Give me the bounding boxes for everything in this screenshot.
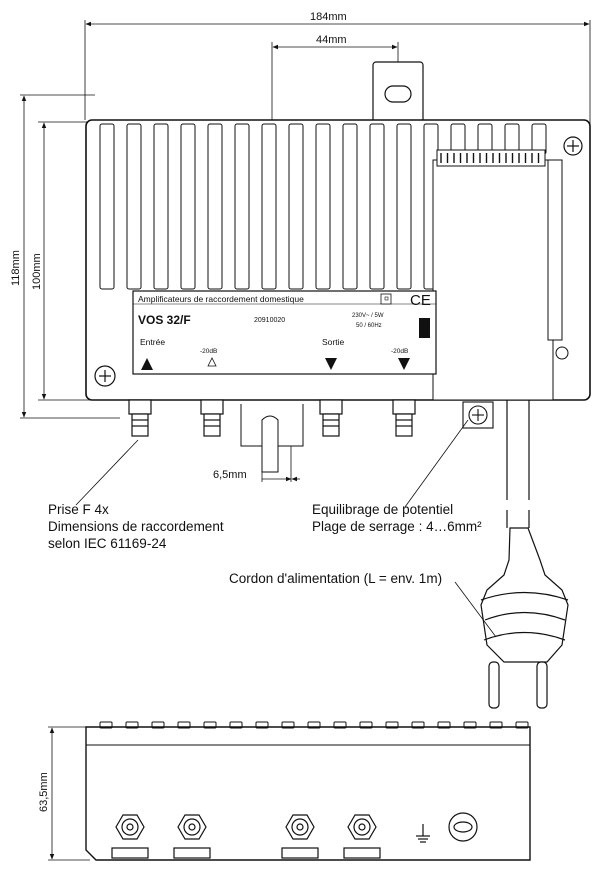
label-input: Entrée (140, 337, 165, 347)
f-socket-side (173, 814, 211, 859)
dimension-depth-label: 63,5mm (38, 772, 50, 812)
side-fin (489, 721, 503, 729)
side-fin (255, 721, 269, 729)
side-fin (359, 721, 373, 729)
cooling-fin (369, 123, 385, 290)
f-socket-side (111, 814, 149, 859)
side-fin (515, 721, 529, 729)
label-output: Sortie (322, 337, 344, 347)
device-label-plate (132, 290, 437, 375)
callout-power-cord: Cordon d'alimentation (L = env. 1m) (229, 571, 442, 586)
cooling-fin (207, 123, 223, 290)
ce-mark: CE (410, 292, 431, 309)
pin-guard (240, 404, 304, 473)
callout-leaders (75, 419, 497, 638)
mounting-tab (372, 61, 424, 125)
connector-input-test (200, 399, 224, 437)
callout-f-sockets-3: selon IEC 61169-24 (48, 536, 167, 551)
cooling-fin (126, 123, 142, 290)
screw-icon (94, 365, 116, 387)
side-fin (203, 721, 217, 729)
dimension-pin-label: 6,5mm (213, 469, 247, 481)
side-fin (281, 721, 295, 729)
side-connectors (111, 814, 381, 859)
f-connectors (128, 399, 416, 437)
callout-f-sockets-1: Prise F 4x (48, 502, 109, 517)
label-power-2: 50 / 60Hz (356, 323, 382, 329)
callout-ground-1: Equilibrage de potentiel (312, 502, 453, 517)
label-output-atten: -20dB (391, 348, 408, 355)
cooling-fin (396, 123, 412, 290)
cooling-fin (153, 123, 169, 290)
label-brand: A (419, 323, 429, 339)
dimension-mount-label: 44mm (316, 34, 347, 46)
f-socket-side (343, 814, 381, 859)
dimension-height-inner-label: 100mm (31, 253, 43, 290)
cooling-fin (180, 123, 196, 290)
cooling-fin (261, 123, 277, 290)
side-fin (333, 721, 347, 729)
dimension-width-label: 184mm (310, 11, 347, 23)
screw-icon (448, 812, 478, 842)
dimension-height-outer-label: 118mm (10, 250, 22, 286)
side-fin (437, 721, 451, 729)
power-cord (480, 400, 569, 663)
cooling-fin (342, 123, 358, 290)
label-article: 20910020 (254, 317, 285, 324)
callout-ground-2: Plage de serrage : 4…6mm² (312, 519, 482, 534)
side-fin (463, 721, 477, 729)
f-socket-side (281, 814, 319, 859)
cooling-fin (99, 123, 115, 290)
side-fin (385, 721, 399, 729)
label-title: Amplificateurs de raccordement domestiqu… (138, 294, 304, 304)
dimension-height-outer (20, 94, 120, 419)
brand-logo (419, 318, 430, 338)
cooling-fin (234, 123, 250, 290)
side-fin (307, 721, 321, 729)
dimension-width-total (84, 20, 591, 140)
connector-output (319, 399, 343, 437)
screw-icon (563, 136, 583, 156)
cooling-fin (288, 123, 304, 290)
side-fin (229, 721, 243, 729)
connector-input (128, 399, 152, 437)
plug-icon (488, 661, 548, 709)
dimension-depth (48, 726, 90, 861)
side-fin (411, 721, 425, 729)
dimension-pin-spacing (261, 446, 300, 482)
label-model: VOS 32/F (138, 313, 191, 327)
dimension-height-inner (38, 121, 90, 401)
side-fin (177, 721, 191, 729)
connector-icon (141, 357, 410, 370)
connector-output-test (392, 399, 416, 437)
double-insulation-icon (380, 293, 392, 305)
ground-symbol-icon (416, 824, 430, 843)
side-fin (125, 721, 139, 729)
callout-f-sockets-2: Dimensions de raccordement (48, 519, 224, 534)
label-power-1: 230V~ / 5W (352, 313, 384, 319)
side-fin (99, 721, 113, 729)
cooling-fin (315, 123, 331, 290)
label-input-atten: -20dB (200, 348, 217, 355)
side-fin (151, 721, 165, 729)
dimension-mount-spacing (271, 42, 399, 120)
ground-terminal-icon (462, 401, 494, 429)
